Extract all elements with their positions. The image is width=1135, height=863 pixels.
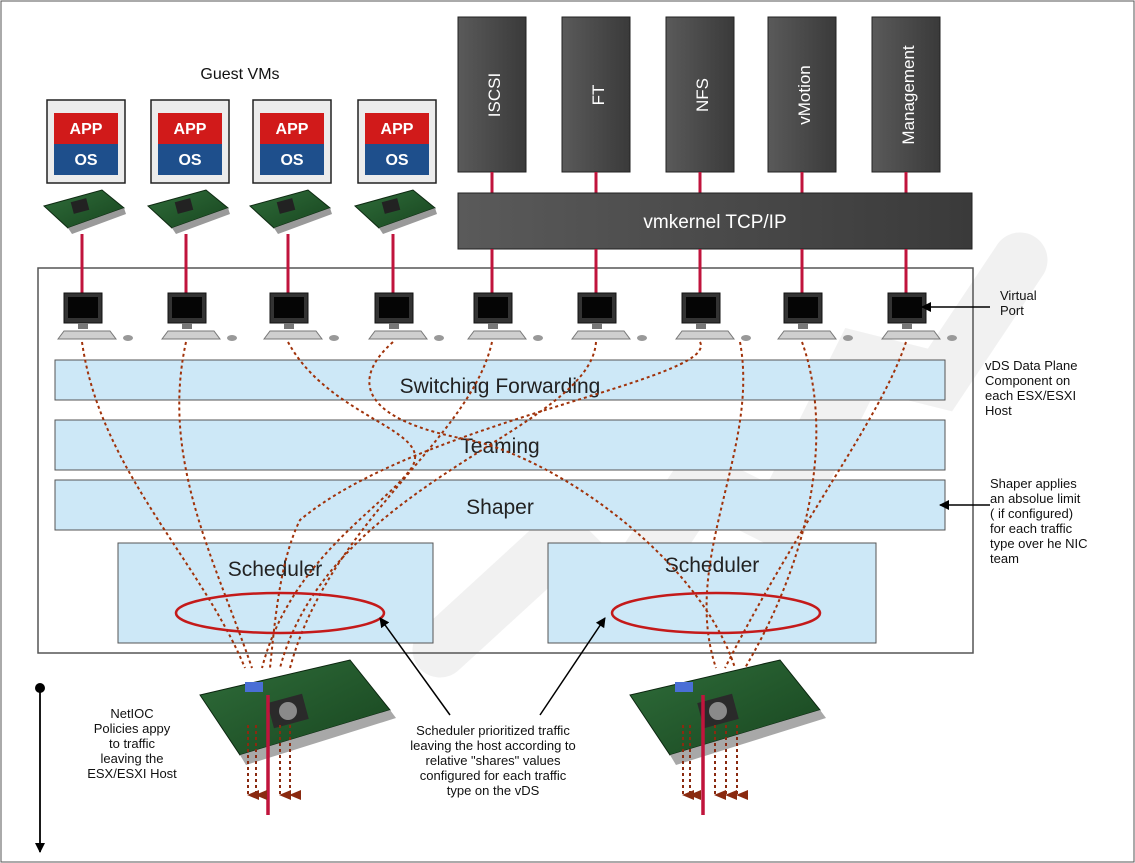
traffic-paths	[81, 341, 907, 669]
vnic-card-icon	[353, 189, 437, 234]
nic-right-output-arrows	[682, 695, 748, 815]
note-line: Virtual	[1000, 288, 1037, 303]
note-line: to traffic	[108, 736, 155, 751]
note-line: an absolue limit	[990, 491, 1081, 506]
service-connectors	[490, 172, 908, 193]
note-line: Host	[985, 403, 1012, 418]
nic-left-output-arrows	[247, 695, 301, 815]
scheduler-note: Scheduler prioritized traffic leaving th…	[388, 723, 598, 798]
shaper-label: Shaper	[466, 496, 534, 519]
netioc-note: NetIOC Policies appy to traffic leaving …	[62, 706, 202, 781]
vnic-card-icon	[146, 189, 230, 234]
note-line: for each traffic	[990, 521, 1073, 536]
switching-layer	[54, 359, 946, 401]
note-line: ( if configured)	[990, 506, 1074, 521]
vm-app-label: APP	[70, 121, 103, 138]
shaper-note: Shaper applies an absolue limit ( if con…	[990, 476, 1088, 566]
vm-os-label: OS	[385, 152, 408, 169]
virtual-port-icon	[675, 292, 751, 341]
netioc-arrow-origin	[35, 683, 45, 693]
vmkernel-bar	[457, 192, 973, 250]
note-line: vDS Data Plane	[985, 358, 1078, 373]
note-line: Scheduler prioritized traffic	[416, 723, 570, 738]
virtual-port-icon	[161, 292, 237, 341]
service-box-management: Management	[871, 16, 941, 173]
note-line: leaving the	[100, 751, 164, 766]
note-line: Policies appy	[93, 721, 171, 736]
virtual-port-note: Virtual Port	[1000, 288, 1037, 318]
note-line: NetIOC	[110, 706, 154, 721]
service-box-ft: FT	[561, 16, 631, 173]
service-label-vmotion: vMotion	[795, 65, 814, 125]
vm-app-label: APP	[381, 121, 414, 138]
note-line: each ESX/ESXI	[985, 388, 1077, 403]
note-line: type over he NIC	[990, 536, 1088, 551]
switching-label: Switching Forwarding	[400, 375, 601, 398]
service-boxes: ISCSI FT NFS vMotion Management	[457, 16, 941, 173]
note-line: team	[990, 551, 1019, 566]
note-line: leaving the host according to	[410, 738, 576, 753]
vds-component-note: vDS Data Plane Component on each ESX/ESX…	[985, 358, 1078, 418]
vm-os-label: OS	[74, 152, 97, 169]
guest-vms-title: Guest VMs	[200, 66, 279, 83]
guest-vm-1: APP OS	[46, 99, 126, 184]
virtual-port-icon	[368, 292, 444, 341]
service-label-iscsi: ISCSI	[485, 73, 504, 117]
virtual-ports	[57, 292, 957, 341]
vmkernel-port-connectors	[490, 249, 908, 298]
guest-vm-2: APP OS	[150, 99, 230, 184]
vnic-card-icon	[42, 189, 126, 234]
vm-app-label: APP	[276, 121, 309, 138]
esx-host-box	[37, 267, 974, 654]
service-box-vmotion: vMotion	[767, 16, 837, 173]
teaming-layer	[54, 419, 946, 471]
shaper-layer	[54, 479, 946, 531]
note-line: Port	[1000, 303, 1024, 318]
service-label-nfs: NFS	[693, 78, 712, 112]
teaming-label: Teaming	[460, 435, 539, 458]
virtual-port-icon	[881, 292, 957, 341]
scheduler-left-ellipse	[174, 591, 386, 635]
note-line: Component on	[985, 373, 1071, 388]
service-box-nfs: NFS	[665, 16, 735, 173]
note-line: Shaper applies	[990, 476, 1077, 491]
service-label-management: Management	[899, 45, 918, 145]
vm-app-label: APP	[174, 121, 207, 138]
service-box-iscsi: ISCSI	[457, 16, 527, 173]
scheduler-right-label: Scheduler	[665, 554, 760, 577]
scheduler-left-label: Scheduler	[228, 558, 323, 581]
vm-os-label: OS	[280, 152, 303, 169]
note-line: ESX/ESXI Host	[87, 766, 177, 781]
scheduler-right-ellipse	[610, 591, 822, 635]
vm-port-connectors	[80, 234, 395, 298]
guest-vm-3: APP OS	[252, 99, 332, 184]
scheduler-right-callout-arrow	[539, 617, 606, 716]
scheduler-left-callout-arrow	[379, 617, 451, 716]
service-label-ft: FT	[589, 85, 608, 106]
virtual-port-icon	[571, 292, 647, 341]
virtual-port-icon	[263, 292, 339, 341]
virtual-port-icon	[467, 292, 543, 341]
note-line: relative "shares" values	[425, 753, 561, 768]
vmkernel-label: vmkernel TCP/IP	[643, 212, 786, 233]
physical-nic-right	[629, 659, 826, 765]
vnic-card-icon	[248, 189, 332, 234]
note-line: type on the vDS	[446, 783, 540, 798]
vm-os-label: OS	[178, 152, 201, 169]
guest-vm-4: APP OS	[357, 99, 437, 184]
virtual-port-icon	[57, 292, 133, 341]
vnic-cards	[42, 189, 437, 234]
virtual-port-icon	[777, 292, 853, 341]
note-line: configured for each traffic	[419, 768, 567, 783]
